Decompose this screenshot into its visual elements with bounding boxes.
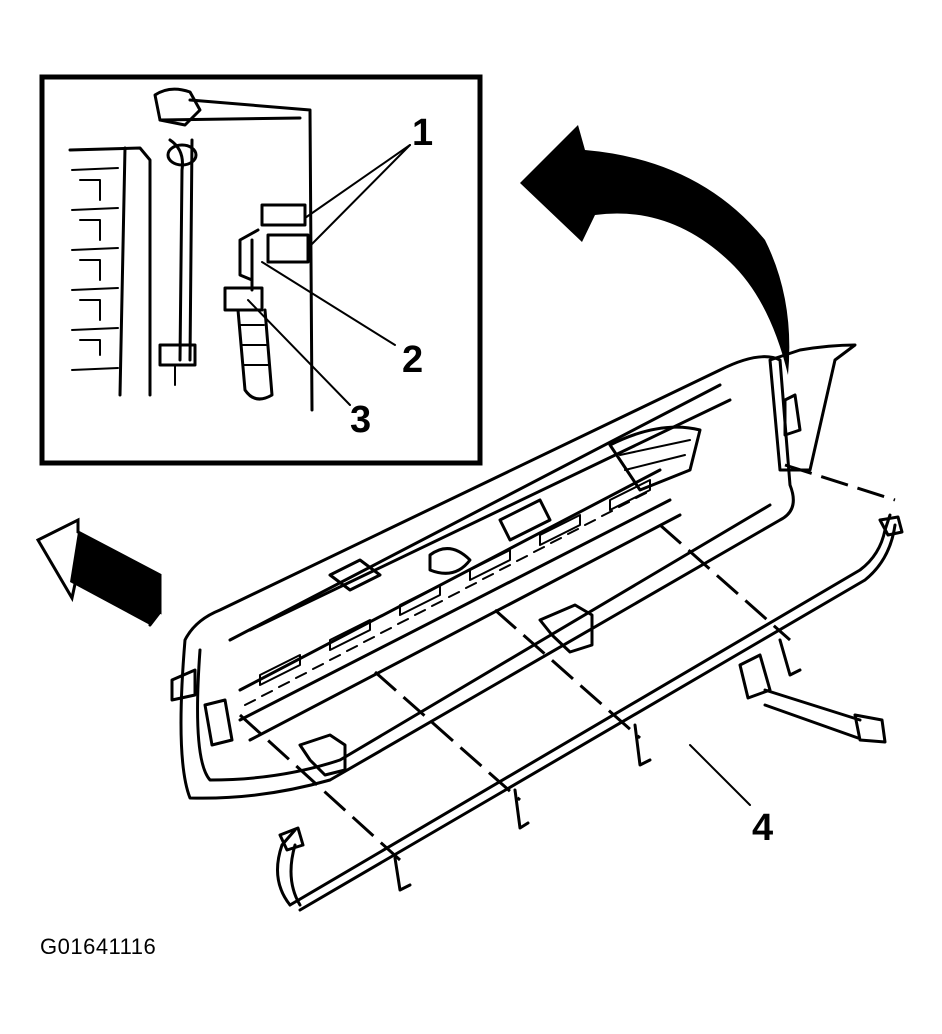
rod-assembly: 4 [238,463,904,912]
main-assembly [170,343,857,800]
callout-4: 4 [752,807,773,849]
forward-arrow-icon [35,517,162,627]
callout-2: 2 [402,339,423,381]
detail-inset: 1 2 3 [39,74,483,466]
callout-1: 1 [412,112,433,154]
curved-arrow-icon [520,125,790,375]
callout-3: 3 [350,399,371,441]
figure-id-label: G01641116 [40,934,157,959]
